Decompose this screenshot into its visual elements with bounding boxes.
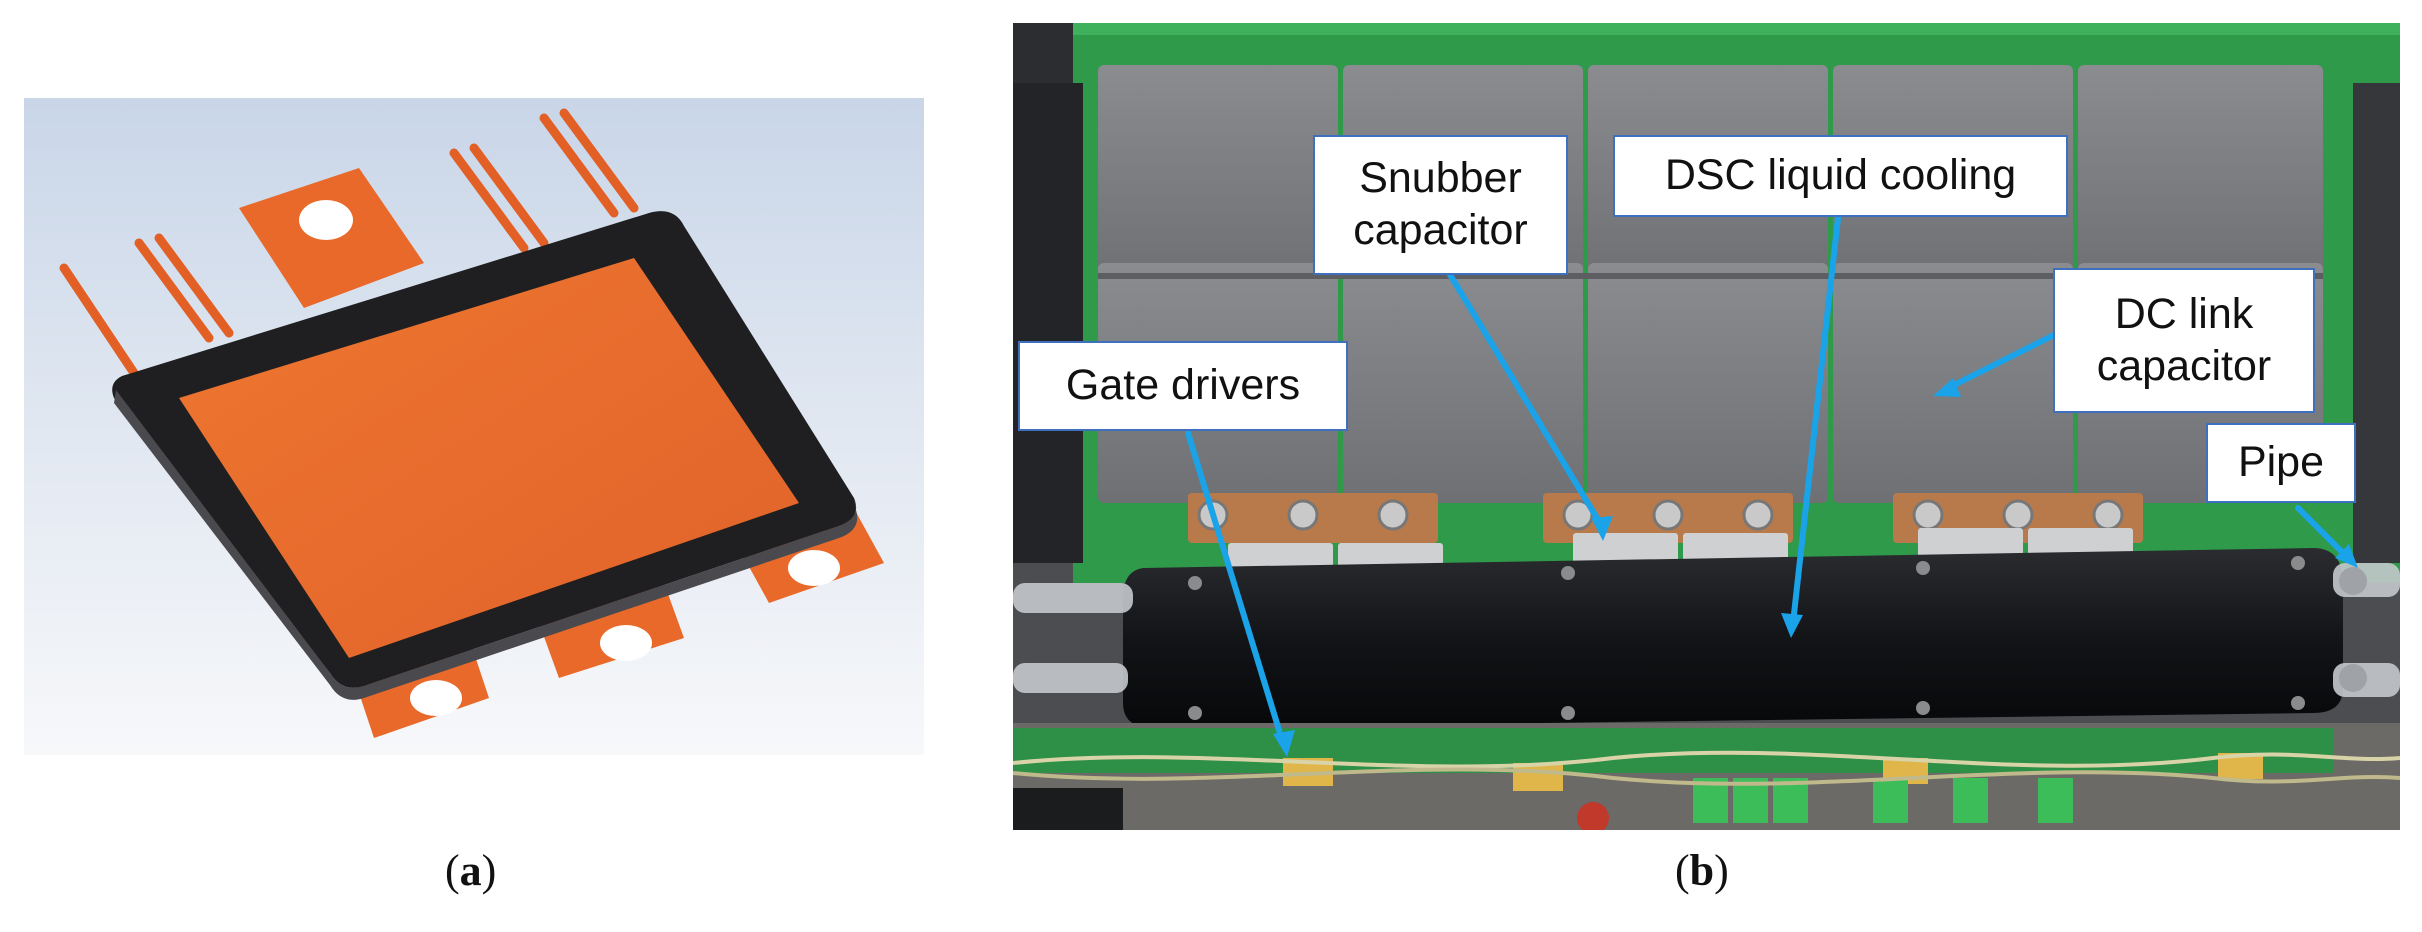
callout-arrows bbox=[1185, 215, 2358, 757]
dsc-liquid-cooling-label: DSC liquid cooling bbox=[1613, 135, 2068, 217]
panel-b-label: (b) bbox=[1675, 846, 1729, 895]
module-render-image bbox=[24, 98, 924, 755]
cooling-face bbox=[179, 258, 799, 658]
gate-drivers-label: Gate drivers bbox=[1018, 341, 1348, 431]
pipe-label: Pipe bbox=[2206, 423, 2356, 503]
gate-driver-boards bbox=[1013, 723, 2400, 830]
liquid-cooling-block bbox=[1123, 548, 2343, 728]
converter-photo-image bbox=[1013, 23, 2400, 830]
converter-photo: Snubber capacitor DSC liquid cooling Gat… bbox=[1013, 23, 2400, 830]
signal-pins-left bbox=[59, 233, 234, 378]
top-terminal bbox=[239, 168, 424, 308]
module-render bbox=[24, 98, 924, 755]
coolant-pipes bbox=[1013, 563, 2400, 697]
snubber-capacitor-label: Snubber capacitor bbox=[1313, 135, 1568, 275]
panel-a-label: (a) bbox=[445, 846, 497, 895]
signal-pins-right bbox=[449, 108, 639, 253]
dc-link-capacitor-label: DC link capacitor bbox=[2053, 268, 2315, 413]
module-body bbox=[112, 211, 858, 700]
